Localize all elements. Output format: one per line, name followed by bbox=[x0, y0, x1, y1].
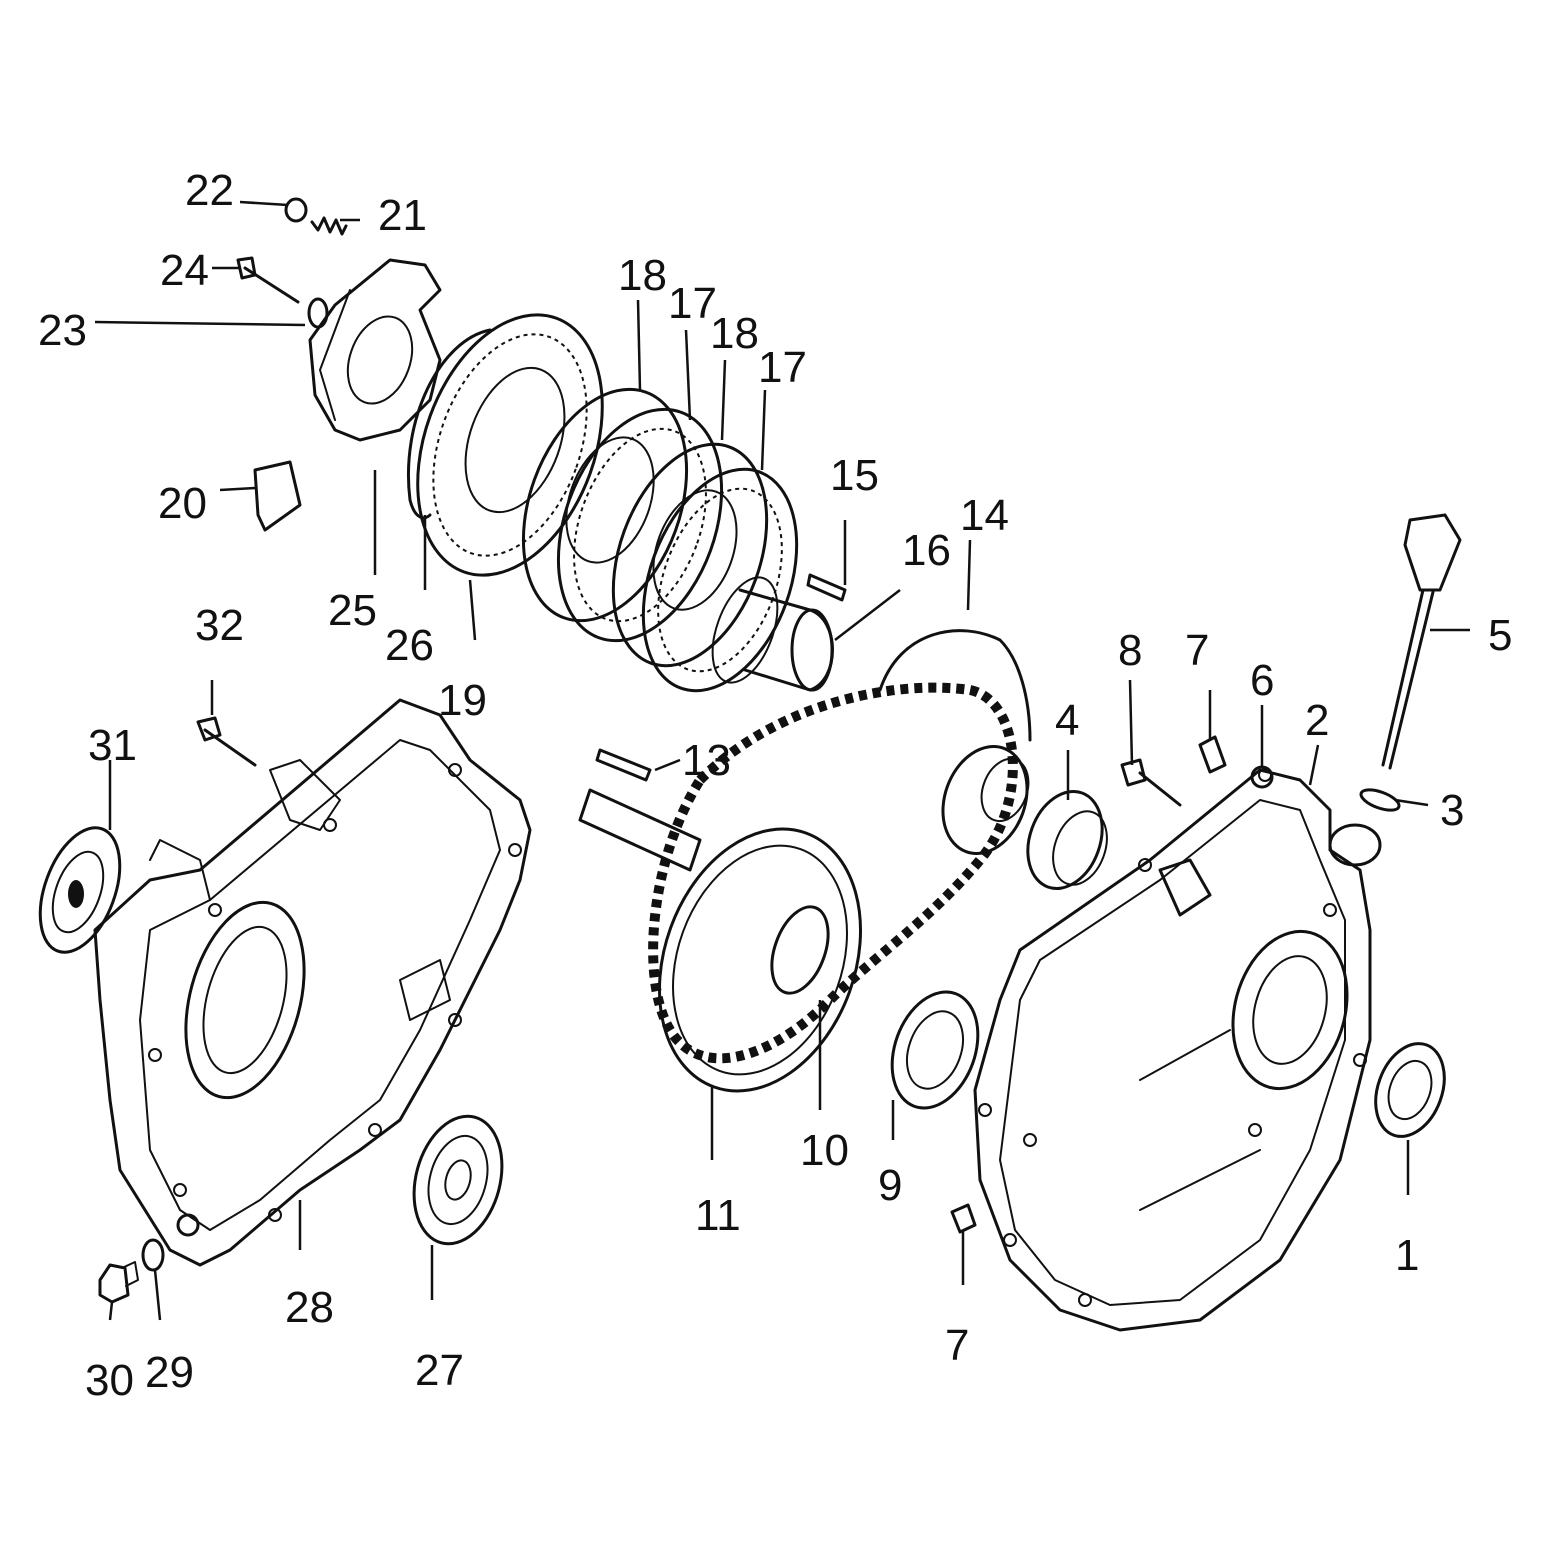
part-14-guide-plate bbox=[878, 629, 1032, 742]
part-18-clutch-plate-b bbox=[611, 442, 769, 668]
part-output-shaft bbox=[578, 788, 702, 872]
callout-13: 13 bbox=[682, 736, 731, 785]
callout-7b: 7 bbox=[945, 1321, 969, 1370]
callout-31: 31 bbox=[88, 721, 137, 770]
callout-23: 23 bbox=[38, 306, 87, 355]
part-20-weight bbox=[253, 460, 302, 532]
callout-10: 10 bbox=[800, 1126, 849, 1175]
callout-26: 26 bbox=[385, 621, 434, 670]
part-19-friction-disc bbox=[416, 313, 604, 577]
callout-1: 1 bbox=[1395, 1231, 1419, 1280]
part-32-bolt bbox=[196, 716, 257, 767]
leader-lines bbox=[94, 200, 1470, 1321]
part-7-dowel-bottom bbox=[950, 1203, 977, 1234]
part-small-sprocket bbox=[941, 745, 1030, 855]
callout-8: 8 bbox=[1118, 626, 1142, 675]
callout-9: 9 bbox=[878, 1161, 902, 1210]
part-8-bolt bbox=[1120, 758, 1182, 807]
part-25-pressure-plate bbox=[308, 258, 442, 442]
callout-6: 6 bbox=[1250, 656, 1274, 705]
part-10-chain bbox=[648, 682, 1018, 1064]
part-2-right-cover bbox=[973, 768, 1382, 1332]
part-17-friction-disc-a bbox=[556, 407, 724, 643]
callout-17a: 17 bbox=[668, 279, 717, 328]
part-13-key bbox=[595, 748, 652, 782]
part-7-dowel-top bbox=[1198, 735, 1227, 774]
part-clutch-hub-shaft bbox=[711, 576, 834, 692]
part-27-bearing bbox=[412, 1114, 504, 1246]
part-11-sprocket bbox=[657, 827, 863, 1093]
callout-17b: 17 bbox=[758, 343, 807, 392]
callout-32: 32 bbox=[195, 601, 244, 650]
callout-labels: 1 2 3 4 5 6 7 7 8 9 10 11 13 14 15 16 17… bbox=[38, 166, 1512, 1405]
part-29-washer bbox=[141, 1238, 165, 1272]
callout-15: 15 bbox=[830, 451, 879, 500]
callout-27: 27 bbox=[415, 1346, 464, 1395]
part-9-bearing bbox=[890, 990, 980, 1110]
part-1-oil-seal bbox=[1374, 1042, 1446, 1138]
callout-2: 2 bbox=[1305, 696, 1329, 745]
part-21-spring bbox=[310, 216, 348, 236]
callout-5: 5 bbox=[1488, 611, 1512, 660]
part-3-o-ring bbox=[1359, 788, 1401, 812]
callout-4: 4 bbox=[1055, 696, 1079, 745]
callout-19: 19 bbox=[438, 676, 487, 725]
part-15-key bbox=[806, 573, 847, 602]
part-26-circlip bbox=[407, 328, 492, 520]
part-28-left-case-cover bbox=[93, 698, 532, 1267]
part-22-nut bbox=[284, 197, 308, 223]
callout-22: 22 bbox=[185, 166, 234, 215]
callout-7a: 7 bbox=[1185, 626, 1209, 675]
callout-3: 3 bbox=[1440, 786, 1464, 835]
callout-29: 29 bbox=[145, 1348, 194, 1397]
part-30-drain-plug bbox=[98, 1261, 139, 1304]
part-31-oil-seal bbox=[38, 826, 122, 954]
callout-28: 28 bbox=[285, 1283, 334, 1332]
callout-24: 24 bbox=[160, 246, 209, 295]
part-23-washer bbox=[307, 297, 329, 329]
callout-11: 11 bbox=[695, 1191, 741, 1240]
callout-20: 20 bbox=[158, 479, 207, 528]
part-5-dipstick bbox=[1381, 513, 1462, 770]
part-24-bolt bbox=[236, 256, 300, 304]
callout-30: 30 bbox=[85, 1356, 134, 1405]
callout-21: 21 bbox=[378, 191, 427, 240]
callout-18a: 18 bbox=[618, 251, 667, 300]
callout-14: 14 bbox=[960, 491, 1009, 540]
part-4-bushing bbox=[1026, 790, 1108, 890]
callout-16: 16 bbox=[902, 526, 951, 575]
callout-18b: 18 bbox=[710, 309, 759, 358]
callout-25: 25 bbox=[328, 586, 377, 635]
